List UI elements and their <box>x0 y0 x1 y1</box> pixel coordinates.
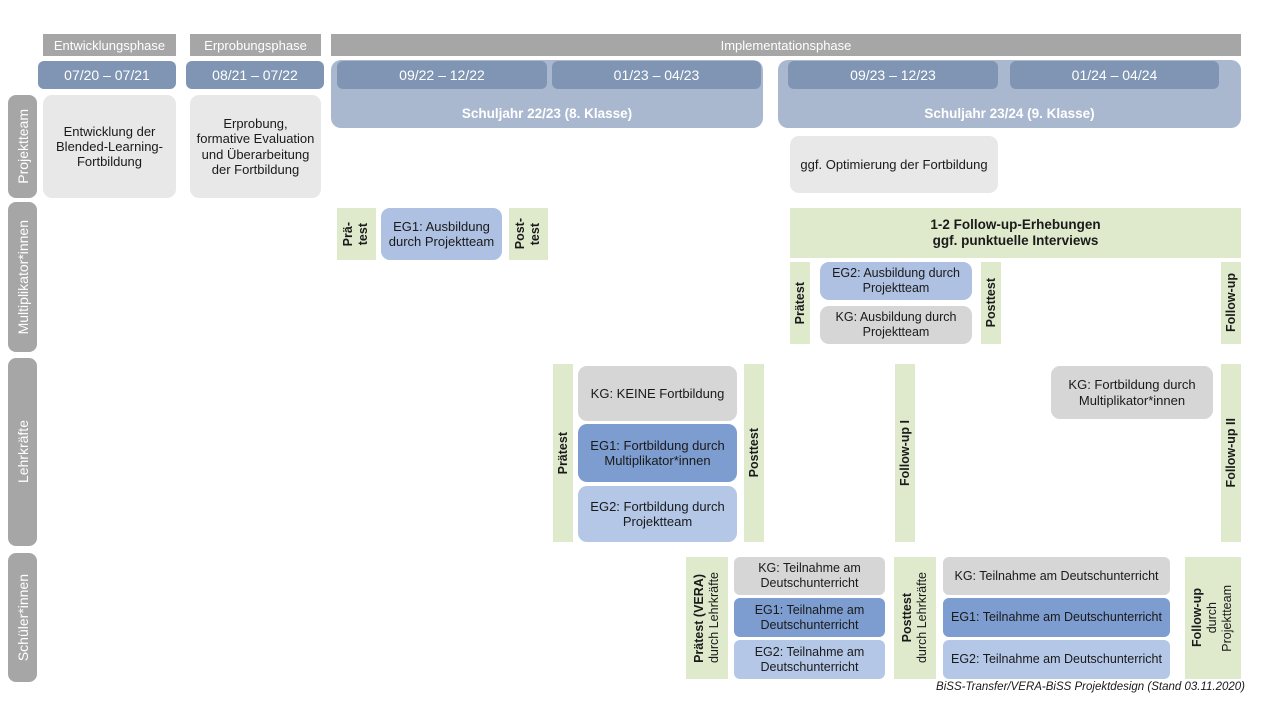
followup-label: Follow-up <box>1223 273 1238 333</box>
praetest-label: Prätest <box>555 431 570 475</box>
phase-header-erprobungsphase: Erprobungsphase <box>190 34 321 56</box>
schueler-eg1-left-box: EG1: Teilnahme am Deutschunterricht <box>734 598 885 637</box>
banner-line-1: 1-2 Follow-up-Erhebungen <box>930 217 1101 233</box>
period-label: 07/20 – 07/21 <box>64 67 150 83</box>
schueler-eg2-right-box: EG2: Teilnahme am Deutschunterricht <box>943 640 1170 679</box>
period-label: 01/24 – 04/24 <box>1071 67 1158 83</box>
row-label-text: Multiplikator*innen <box>14 219 31 335</box>
phase-label: Erprobungsphase <box>204 37 307 53</box>
projektteam-erprobung-box: Erprobung, formative Evaluation und Über… <box>190 95 321 198</box>
schueler-kg-left-box: KG: Teilnahme am Deutschunterricht <box>734 557 885 595</box>
banner-line-2: ggf. punktuelle Interviews <box>932 233 1099 248</box>
followup-sub-label-1: durch <box>1205 602 1220 634</box>
multiplikatoren-kg-box: KG: Ausbildung durch Projektteam <box>820 306 972 344</box>
praetest-line-1: Prä- <box>341 221 356 247</box>
phase-label: Entwicklungsphase <box>53 37 166 53</box>
multiplikatoren-followup-banner: 1-2 Follow-up-Erhebungen ggf. punktuelle… <box>790 208 1241 258</box>
schueler-eg1-right-box: EG1: Teilnahme am Deutschunterricht <box>943 598 1170 637</box>
multiplikatoren-followup: Follow-up <box>1221 262 1241 344</box>
box-label: EG1: Fortbildung durch Multiplikator*inn… <box>590 437 725 468</box>
box-label: EG2: Fortbildung durch Projektteam <box>590 498 725 529</box>
row-label-projektteam: Projektteam <box>8 95 37 198</box>
praetest-main-label: Prätest (VERA) <box>691 573 706 663</box>
multiplikatoren-eg2-box: EG2: Ausbildung durch Projektteam <box>820 262 972 300</box>
followup-label: Follow-up I <box>897 420 912 486</box>
period-chip-0922-1222: 09/22 – 12/22 <box>337 61 547 89</box>
praetest-label: Prätest <box>792 281 807 325</box>
period-chip-0821-0722: 08/21 – 07/22 <box>186 61 324 89</box>
row-label-text: Schüler*innen <box>14 573 31 662</box>
followup-main-label: Follow-up <box>1190 588 1205 648</box>
posttest-label: Posttest <box>983 278 998 328</box>
box-label: EG1: Teilnahme am Deutschunterricht <box>951 610 1162 625</box>
period-label: 09/22 – 12/22 <box>399 67 485 83</box>
row-label-text: Lehrkräfte <box>14 420 31 484</box>
schueler-kg-right-box: KG: Teilnahme am Deutschunterricht <box>943 557 1170 595</box>
period-chip-0124-0424: 01/24 – 04/24 <box>1010 61 1219 89</box>
phase-header-entwicklungsphase: Entwicklungsphase <box>43 34 176 56</box>
box-label: EG2: Ausbildung durch Projektteam <box>832 266 960 295</box>
lehrkraefte-praetest: Prätest <box>553 364 573 542</box>
schoolyear-label: Schuljahr 22/23 (8. Klasse) <box>461 106 633 121</box>
box-label: KG: Ausbildung durch Projektteam <box>835 310 957 339</box>
box-label: Entwicklung der Blended-Learning-Fortbil… <box>56 123 163 170</box>
lehrkraefte-posttest: Posttest <box>744 364 764 542</box>
lehrkraefte-eg2-box: EG2: Fortbildung durch Projektteam <box>578 486 737 542</box>
schueler-praetest-vera: Prätest (VERA) durch Lehrkräfte <box>686 557 728 679</box>
multiplikatoren-praetest-1: Prä- test <box>337 208 376 260</box>
schueler-followup: Follow-up durch Projektteam <box>1185 557 1241 679</box>
period-label: 01/23 – 04/23 <box>613 67 700 83</box>
lehrkraefte-followup-2: Follow-up II <box>1221 364 1241 542</box>
posttest-label: Posttest <box>746 428 761 478</box>
multiplikatoren-praetest-2: Prätest <box>790 262 810 344</box>
lehrkraefte-kg-box: KG: KEINE Fortbildung <box>578 366 737 421</box>
lehrkraefte-eg1-box: EG1: Fortbildung durch Multiplikator*inn… <box>578 424 737 482</box>
row-label-text: Projektteam <box>14 109 31 184</box>
footer-note-text: BiSS-Transfer/VERA-BiSS Projektdesign (S… <box>936 681 1245 693</box>
row-label-schuelerinnen: Schüler*innen <box>8 553 37 682</box>
period-chip-0720-0721: 07/20 – 07/21 <box>38 61 176 89</box>
phase-label: Implementationsphase <box>720 37 852 53</box>
box-label: EG2: Teilnahme am Deutschunterricht <box>951 652 1162 667</box>
posttest-line-2: test <box>528 222 542 246</box>
schoolyear-label: Schuljahr 23/24 (9. Klasse) <box>924 106 1095 121</box>
box-label: KG: KEINE Fortbildung <box>590 385 725 401</box>
schueler-eg2-left-box: EG2: Teilnahme am Deutschunterricht <box>734 640 885 679</box>
followup-label: Follow-up II <box>1223 418 1238 488</box>
praetest-sub-label: durch Lehrkräfte <box>706 572 721 664</box>
row-label-multiplikatorinnen: Multiplikator*innen <box>8 202 37 352</box>
projektteam-optimierung-box: ggf. Optimierung der Fortbildung <box>790 136 998 193</box>
phase-header-implementationsphase: Implementationsphase <box>331 34 1241 56</box>
multiplikatoren-eg1-box: EG1: Ausbildung durch Projektteam <box>381 208 502 260</box>
lehrkraefte-kg-right-box: KG: Fortbildung durch Multiplikator*inne… <box>1051 366 1213 419</box>
followup-sub-label-2: Projektteam <box>1219 584 1234 652</box>
box-label: ggf. Optimierung der Fortbildung <box>800 156 988 172</box>
schueler-posttest: Posttest durch Lehrkräfte <box>894 557 936 679</box>
footer-note: BiSS-Transfer/VERA-BiSS Projektdesign (S… <box>830 681 1245 693</box>
period-label: 08/21 – 07/22 <box>212 67 298 83</box>
posttest-sub-label: durch Lehrkräfte <box>914 572 929 664</box>
box-label: KG: Teilnahme am Deutschunterricht <box>758 561 861 590</box>
multiplikatoren-posttest-1: Post- test <box>509 208 548 260</box>
period-chip-0923-1223: 09/23 – 12/23 <box>788 61 998 89</box>
box-label: KG: Fortbildung durch Multiplikator*inne… <box>1068 377 1196 408</box>
box-label: Erprobung, formative Evaluation und Über… <box>196 115 315 177</box>
row-label-lehrkraefte: Lehrkräfte <box>8 358 37 546</box>
posttest-line-1: Post- <box>513 218 528 250</box>
box-label: EG1: Ausbildung durch Projektteam <box>388 218 495 249</box>
praetest-line-2: test <box>356 222 370 246</box>
box-label: KG: Teilnahme am Deutschunterricht <box>954 568 1159 583</box>
lehrkraefte-followup-1: Follow-up I <box>895 364 915 542</box>
box-label: EG2: Teilnahme am Deutschunterricht <box>754 644 865 674</box>
projektteam-entwicklung-box: Entwicklung der Blended-Learning-Fortbil… <box>43 95 176 198</box>
period-chip-0123-0423: 01/23 – 04/23 <box>552 61 761 89</box>
multiplikatoren-posttest-2: Posttest <box>981 262 1001 344</box>
period-label: 09/23 – 12/23 <box>850 67 936 83</box>
posttest-main-label: Posttest <box>899 593 914 643</box>
box-label: EG1: Teilnahme am Deutschunterricht <box>754 602 865 632</box>
